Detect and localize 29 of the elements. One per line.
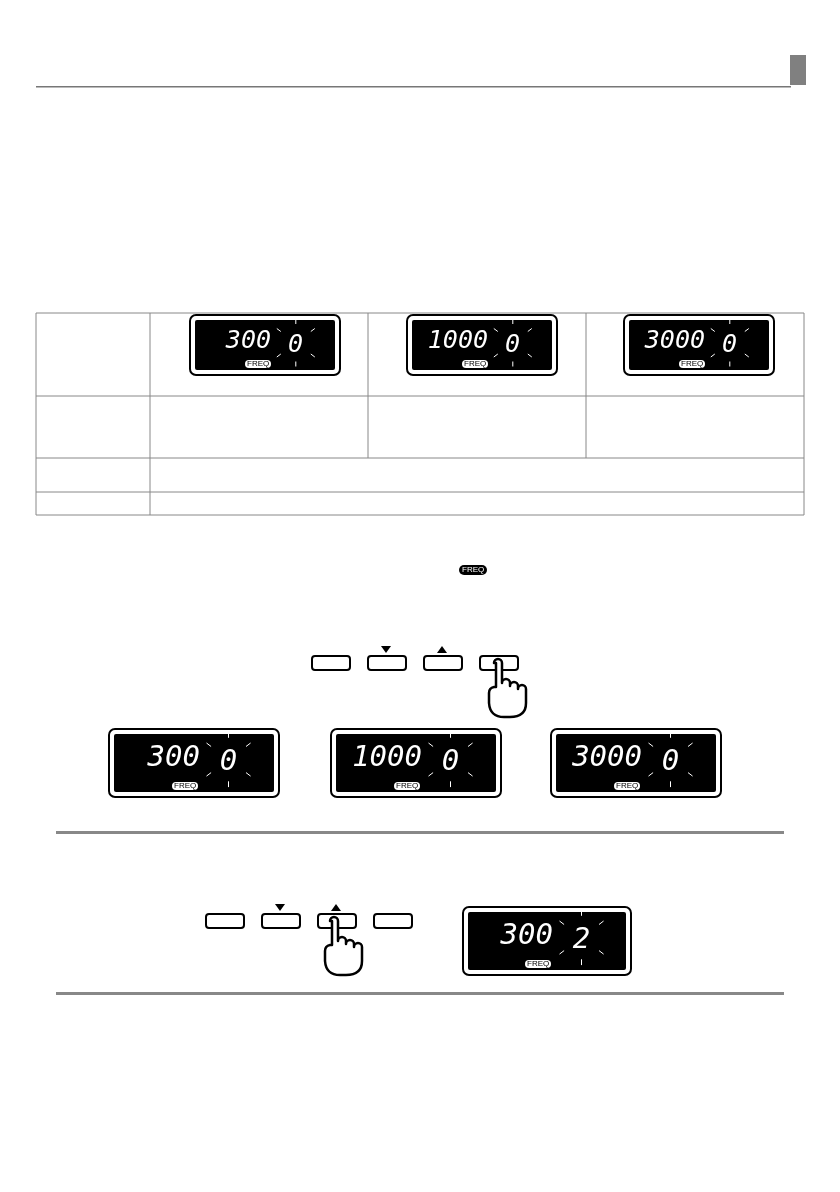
lcd-display (189, 314, 341, 376)
badge-label: FREQ (245, 360, 272, 368)
display-reading: 2 (572, 923, 591, 953)
display-reading: 1000 (352, 742, 422, 771)
display-reading: 0 (219, 745, 238, 775)
lcd-display (108, 728, 280, 798)
badge-label: FREQ (462, 360, 489, 368)
badge-label: FREQ (172, 782, 199, 790)
display-reading: 0 (722, 330, 738, 356)
lcd-display (623, 314, 775, 376)
lcd-display (330, 728, 502, 798)
display-reading: 300 (500, 920, 553, 949)
badge-label: FREQ (459, 565, 488, 575)
lcd-display (462, 906, 632, 976)
display-reading: 0 (661, 745, 680, 775)
badge-label: FREQ (679, 360, 706, 368)
badge-label: FREQ (525, 960, 552, 968)
display-reading: 0 (505, 330, 521, 356)
display-reading: 0 (288, 330, 304, 356)
lcd-display (550, 728, 722, 798)
lcd-display (406, 314, 558, 376)
display-reading: 0 (441, 745, 460, 775)
badge-label: FREQ (614, 782, 641, 790)
display-reading: 1000 (427, 327, 488, 352)
display-reading: 300 (147, 742, 200, 771)
display-reading: 3000 (644, 327, 705, 352)
display-reading: 300 (225, 327, 271, 352)
display-reading: 3000 (572, 742, 642, 771)
badge-label: FREQ (394, 782, 421, 790)
